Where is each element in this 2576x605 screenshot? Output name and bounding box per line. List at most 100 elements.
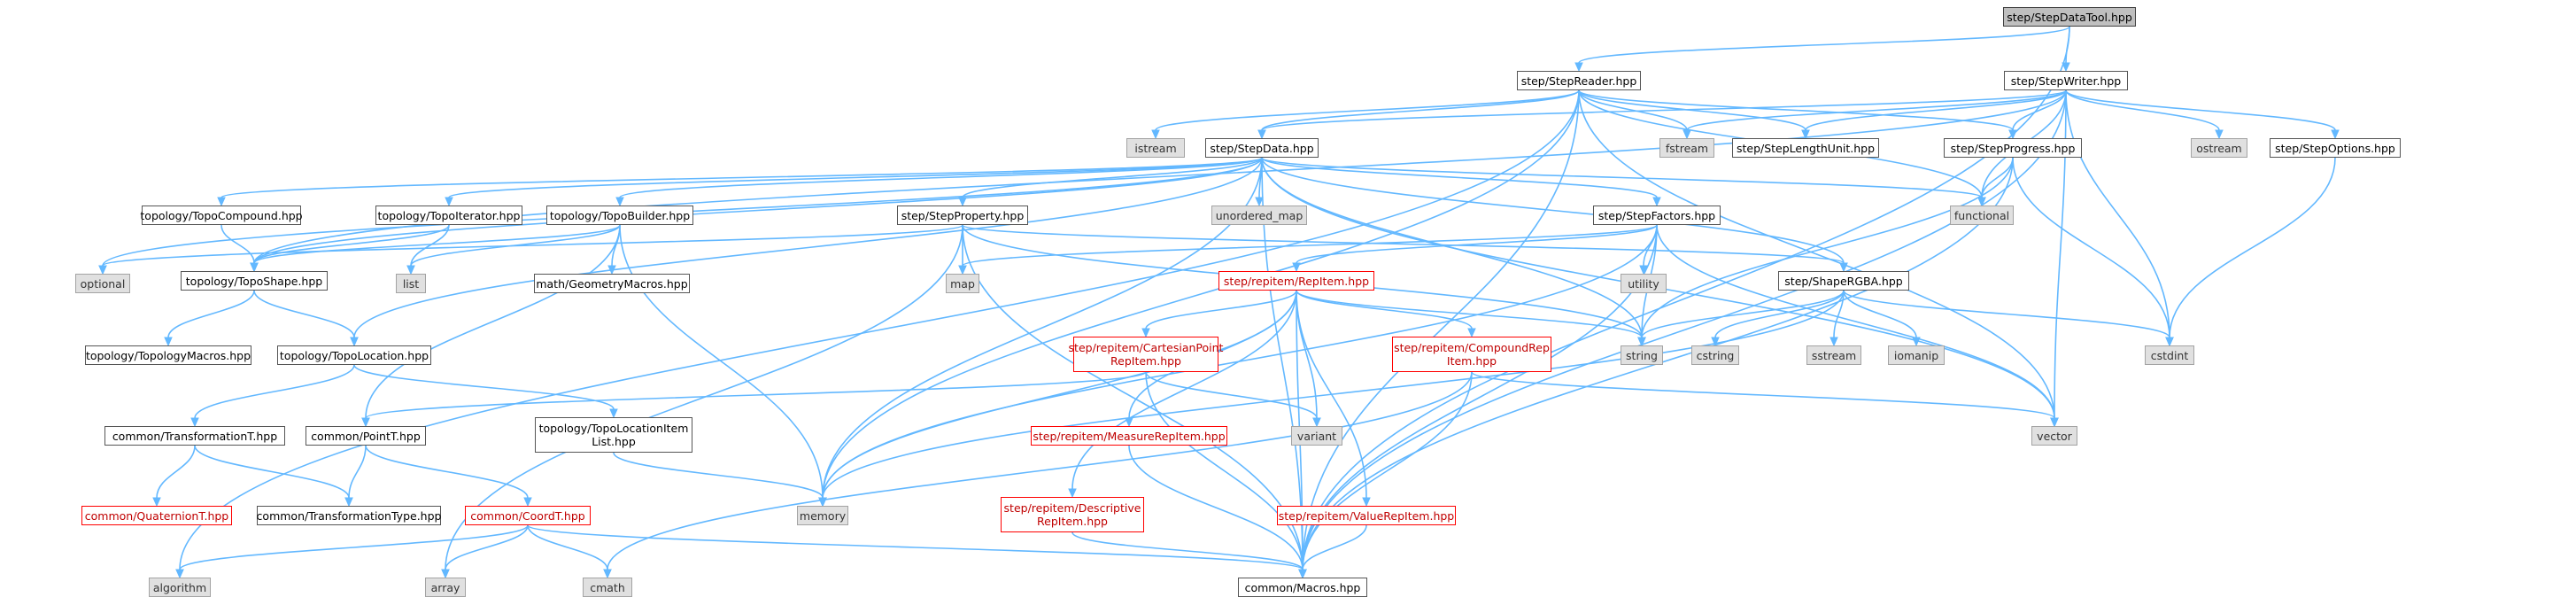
edge-arrowhead bbox=[1801, 129, 1810, 140]
edge-stepdata-topolocation bbox=[353, 157, 1263, 338]
edge-stepdata-topocompound bbox=[220, 157, 1263, 198]
node-step-reader[interactable]: step/StepReader.hpp bbox=[1517, 71, 1641, 90]
edge-transformt-transtype bbox=[194, 445, 350, 499]
node-descriptive-repitem[interactable]: step/repitem/Descriptive RepItem.hpp bbox=[1001, 497, 1144, 532]
node-list[interactable]: list bbox=[396, 274, 426, 293]
edge-topolocation-locationlist bbox=[353, 364, 615, 410]
node-common-macros[interactable]: common/Macros.hpp bbox=[1238, 578, 1367, 597]
edge-arrowhead bbox=[1683, 129, 1691, 140]
node-cmath[interactable]: cmath bbox=[583, 578, 632, 597]
node-topo-iterator[interactable]: topology/TopoIterator.hpp bbox=[375, 206, 522, 225]
node-map[interactable]: map bbox=[946, 274, 979, 293]
node-algorithm[interactable]: algorithm bbox=[149, 578, 211, 597]
edge-arrowhead bbox=[2050, 417, 2059, 428]
edge-writer-progress bbox=[2012, 89, 2067, 131]
node-step-progress[interactable]: step/StepProgress.hpp bbox=[1944, 138, 2082, 158]
edge-shapergba-iomanip bbox=[1843, 290, 1917, 338]
edge-stepdata-macros bbox=[1261, 157, 1303, 570]
node-topo-location-item-list[interactable]: topology/TopoLocationItem List.hpp bbox=[535, 417, 692, 453]
node-step-options[interactable]: step/StepOptions.hpp bbox=[2270, 138, 2401, 158]
node-cstring[interactable]: cstring bbox=[1691, 345, 1739, 365]
node-topo-builder[interactable]: topology/TopoBuilder.hpp bbox=[546, 206, 693, 225]
edge-arrowhead bbox=[344, 497, 353, 508]
node-step-writer[interactable]: step/StepWriter.hpp bbox=[2004, 71, 2128, 90]
edge-reader-macros bbox=[1302, 89, 1580, 570]
edge-stepdata-stepproperty bbox=[962, 157, 1263, 198]
edge-stepproperty-shapergba bbox=[962, 224, 1845, 264]
edge-arrowhead bbox=[217, 197, 226, 207]
node-topo-location[interactable]: topology/TopoLocation.hpp bbox=[277, 345, 431, 365]
node-step-lengthunit[interactable]: step/StepLengthUnit.hpp bbox=[1732, 138, 1879, 158]
node-vector[interactable]: vector bbox=[2031, 426, 2077, 446]
node-istream[interactable]: istream bbox=[1126, 138, 1185, 158]
edge-writer-options bbox=[2065, 89, 2336, 131]
node-geometry-macros[interactable]: math/GeometryMacros.hpp bbox=[534, 274, 690, 293]
edge-arrowhead bbox=[607, 265, 616, 275]
edge-coordt-algorithm bbox=[179, 524, 529, 570]
edge-topocompound-toposhape bbox=[220, 224, 255, 264]
edge-arrowhead bbox=[1298, 569, 1307, 579]
edge-cartesian-variant bbox=[1145, 371, 1318, 419]
edge-shapergba-string bbox=[1641, 290, 1845, 338]
edge-progress-cstdint bbox=[2012, 157, 2170, 338]
edge-shapergba-cstdint bbox=[1843, 290, 2170, 338]
edge-options-cstdint bbox=[2169, 157, 2336, 338]
edge-stepdata-shapergba bbox=[1261, 157, 1845, 264]
edge-toposhape-topolocation bbox=[253, 290, 355, 338]
node-point-t[interactable]: common/PointT.hpp bbox=[306, 426, 426, 446]
edge-arrowhead bbox=[1912, 337, 1921, 347]
node-step-property[interactable]: step/StepProperty.hpp bbox=[897, 206, 1028, 225]
edge-valuerepitem-macros bbox=[1302, 524, 1367, 570]
node-array[interactable]: array bbox=[425, 578, 466, 597]
edge-topolocation-transformt bbox=[194, 364, 355, 419]
node-functional[interactable]: functional bbox=[1950, 206, 2014, 225]
node-step-factors[interactable]: step/StepFactors.hpp bbox=[1593, 206, 1721, 225]
node-measure-repitem[interactable]: step/repitem/MeasureRepItem.hpp bbox=[1031, 426, 1227, 446]
node-cartesian-point-repitem[interactable]: step/repitem/CartesianPoint RepItem.hpp bbox=[1069, 337, 1223, 372]
node-topo-shape[interactable]: topology/TopoShape.hpp bbox=[181, 271, 328, 291]
node-transformation-type[interactable]: common/TransformationType.hpp bbox=[257, 506, 441, 525]
edge-stepfactors-map bbox=[962, 224, 1658, 267]
edge-arrowhead bbox=[603, 569, 612, 579]
node-fstream[interactable]: fstream bbox=[1659, 138, 1714, 158]
node-topo-compound[interactable]: topology/TopoCompound.hpp bbox=[140, 206, 303, 225]
node-step-datatool[interactable]: step/StepDataTool.hpp bbox=[2003, 7, 2136, 27]
node-step-data[interactable]: step/StepData.hpp bbox=[1205, 138, 1319, 158]
edge-arrowhead bbox=[2062, 62, 2070, 73]
node-variant[interactable]: variant bbox=[1291, 426, 1342, 446]
edge-coordt-macros bbox=[527, 524, 1303, 570]
node-compound-repitem[interactable]: step/repitem/CompoundRep Item.hpp bbox=[1392, 337, 1551, 372]
edge-arrowhead bbox=[958, 265, 967, 275]
edge-arrowhead bbox=[406, 265, 415, 275]
node-utility[interactable]: utility bbox=[1621, 274, 1667, 293]
edge-topobuilder-geommacros bbox=[611, 224, 621, 267]
edge-writer-stepdata bbox=[1261, 89, 2067, 131]
node-ostream[interactable]: ostream bbox=[2191, 138, 2247, 158]
node-memory[interactable]: memory bbox=[797, 506, 848, 525]
node-iomanip[interactable]: iomanip bbox=[1888, 345, 1945, 365]
edge-arrowhead bbox=[1652, 197, 1661, 207]
edge-arrowhead bbox=[164, 337, 173, 347]
edge-stepdata-topoiterator bbox=[448, 157, 1263, 198]
edge-arrowhead bbox=[2165, 337, 2174, 347]
node-quaternion-t[interactable]: common/QuaternionT.hpp bbox=[81, 506, 232, 525]
node-sstream[interactable]: sstream bbox=[1806, 345, 1861, 365]
node-topology-macros[interactable]: topology/TopologyMacros.hpp bbox=[85, 345, 251, 365]
edge-repitem-memory bbox=[822, 290, 1297, 499]
node-optional[interactable]: optional bbox=[75, 274, 130, 293]
edge-reader-progress bbox=[1578, 89, 2014, 131]
node-repitem[interactable]: step/repitem/RepItem.hpp bbox=[1218, 271, 1374, 291]
edge-arrowhead bbox=[1574, 62, 1583, 73]
node-unordered-map[interactable]: unordered_map bbox=[1211, 206, 1307, 225]
edge-pointt-coordt bbox=[365, 445, 529, 499]
edge-repitem-descriptive bbox=[1071, 290, 1297, 490]
node-coord-t[interactable]: common/CoordT.hpp bbox=[465, 506, 591, 525]
edge-arrowhead bbox=[1362, 497, 1371, 508]
node-shape-rgba[interactable]: step/ShapeRGBA.hpp bbox=[1778, 271, 1909, 291]
node-value-repitem[interactable]: step/repitem/ValueRepItem.hpp bbox=[1277, 506, 1456, 525]
node-transformation-t[interactable]: common/TransformationT.hpp bbox=[104, 426, 285, 446]
edge-arrowhead bbox=[1292, 262, 1301, 273]
node-string[interactable]: string bbox=[1621, 345, 1663, 365]
node-cstdint[interactable]: cstdint bbox=[2145, 345, 2194, 365]
edge-repitem-string bbox=[1296, 290, 1643, 338]
